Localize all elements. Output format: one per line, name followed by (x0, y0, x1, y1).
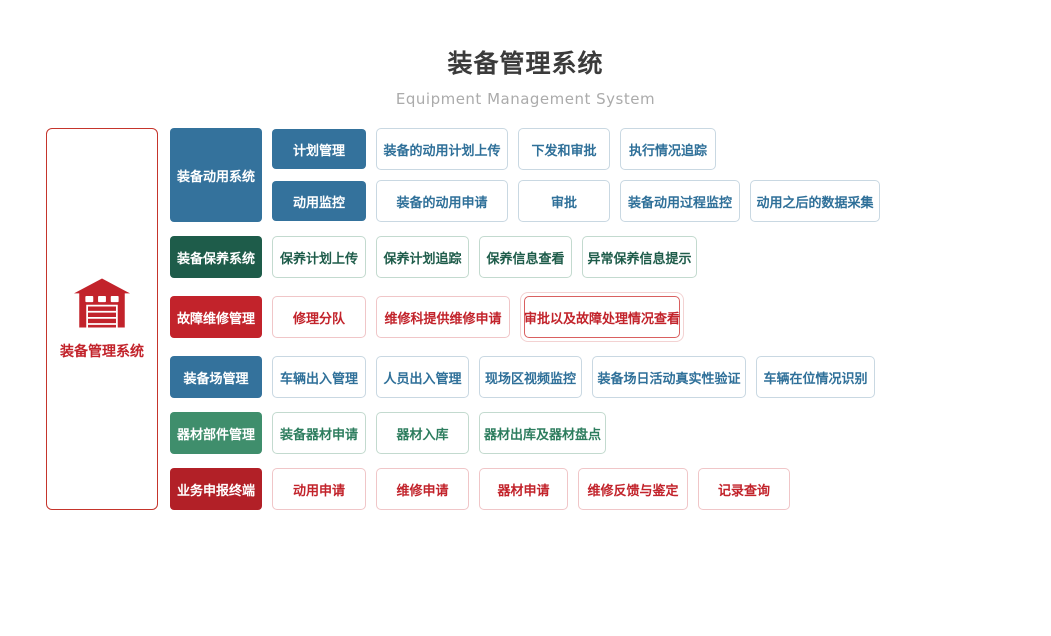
node-repair-dept-request: 维修科提供维修申请 (376, 296, 510, 338)
node-approval: 审批 (518, 180, 610, 222)
node-repair-apply: 维修申请 (376, 468, 469, 510)
node-issue-approve: 下发和审批 (518, 128, 610, 170)
node-materiel-request: 装备器材申请 (272, 412, 366, 454)
node-execution-tracking: 执行情况追踪 (620, 128, 716, 170)
node-post-data-collection: 动用之后的数据采集 (750, 180, 880, 222)
mobilization-subrows: 计划管理 装备的动用计划上传 下发和审批 执行情况追踪 动用监控 装备的动用申请… (272, 128, 880, 222)
group-fault-repair: 故障维修管理 修理分队 维修科提供维修申请 审批以及故障处理情况查看 (170, 292, 880, 342)
root-node-label: 装备管理系统 (60, 343, 144, 360)
group-materiel-parts: 器材部件管理 装备器材申请 器材入库 器材出库及器材盘点 (170, 412, 880, 454)
node-mobilization-request: 装备的动用申请 (376, 180, 508, 222)
node-plan-upload: 装备的动用计划上传 (376, 128, 508, 170)
page-subtitle: Equipment Management System (395, 90, 656, 108)
category-fault-repair: 故障维修管理 (170, 296, 262, 338)
subcategory-plan-management: 计划管理 (272, 129, 366, 169)
node-process-monitoring: 装备动用过程监控 (620, 180, 740, 222)
garage-icon (74, 278, 130, 332)
group-business-terminal: 业务申报终端 动用申请 维修申请 器材申请 维修反馈与鉴定 记录查询 (170, 468, 880, 510)
subrow-plan-management: 计划管理 装备的动用计划上传 下发和审批 执行情况追踪 (272, 128, 880, 170)
page-header: 装备管理系统 Equipment Management System (0, 0, 1051, 108)
group-equipment-mobilization: 装备动用系统 计划管理 装备的动用计划上传 下发和审批 执行情况追踪 动用监控 … (170, 128, 880, 222)
node-vehicle-access: 车辆出入管理 (272, 356, 366, 398)
node-materiel-inbound: 器材入库 (376, 412, 469, 454)
node-maintenance-info-view: 保养信息查看 (479, 236, 572, 278)
page-title: 装备管理系统 (447, 49, 604, 78)
group-equipment-yard: 装备场管理 车辆出入管理 人员出入管理 现场区视频监控 装备场日活动真实性验证 … (170, 356, 880, 398)
category-business-terminal: 业务申报终端 (170, 468, 262, 510)
node-record-query: 记录查询 (698, 468, 790, 510)
diagram-board: 装备动用系统 计划管理 装备的动用计划上传 下发和审批 执行情况追踪 动用监控 … (170, 128, 880, 510)
subrow-mobilization-monitoring: 动用监控 装备的动用申请 审批 装备动用过程监控 动用之后的数据采集 (272, 180, 880, 222)
category-equipment-yard: 装备场管理 (170, 356, 262, 398)
node-site-video-monitoring: 现场区视频监控 (479, 356, 582, 398)
node-outbound-and-inventory: 器材出库及器材盘点 (479, 412, 606, 454)
category-materiel-parts: 器材部件管理 (170, 412, 262, 454)
node-vehicle-presence-recognition: 车辆在位情况识别 (756, 356, 875, 398)
node-abnormal-maintenance-alert: 异常保养信息提示 (582, 236, 697, 278)
node-materiel-apply: 器材申请 (479, 468, 568, 510)
root-node-equipment-management-system: 装备管理系统 (46, 128, 158, 510)
category-equipment-maintenance: 装备保养系统 (170, 236, 262, 278)
node-personnel-access: 人员出入管理 (376, 356, 469, 398)
node-maintenance-plan-upload: 保养计划上传 (272, 236, 366, 278)
node-repair-team: 修理分队 (272, 296, 366, 338)
subcategory-mobilization-monitoring: 动用监控 (272, 181, 366, 221)
node-maintenance-plan-tracking: 保养计划追踪 (376, 236, 469, 278)
node-daily-activity-verification: 装备场日活动真实性验证 (592, 356, 746, 398)
node-approval-fault-status-view: 审批以及故障处理情况查看 (524, 296, 680, 338)
node-repair-feedback-appraisal: 维修反馈与鉴定 (578, 468, 688, 510)
group-equipment-maintenance: 装备保养系统 保养计划上传 保养计划追踪 保养信息查看 异常保养信息提示 (170, 236, 880, 278)
highlight-ring: 审批以及故障处理情况查看 (520, 292, 684, 342)
category-equipment-mobilization: 装备动用系统 (170, 128, 262, 222)
node-mobilization-apply: 动用申请 (272, 468, 366, 510)
